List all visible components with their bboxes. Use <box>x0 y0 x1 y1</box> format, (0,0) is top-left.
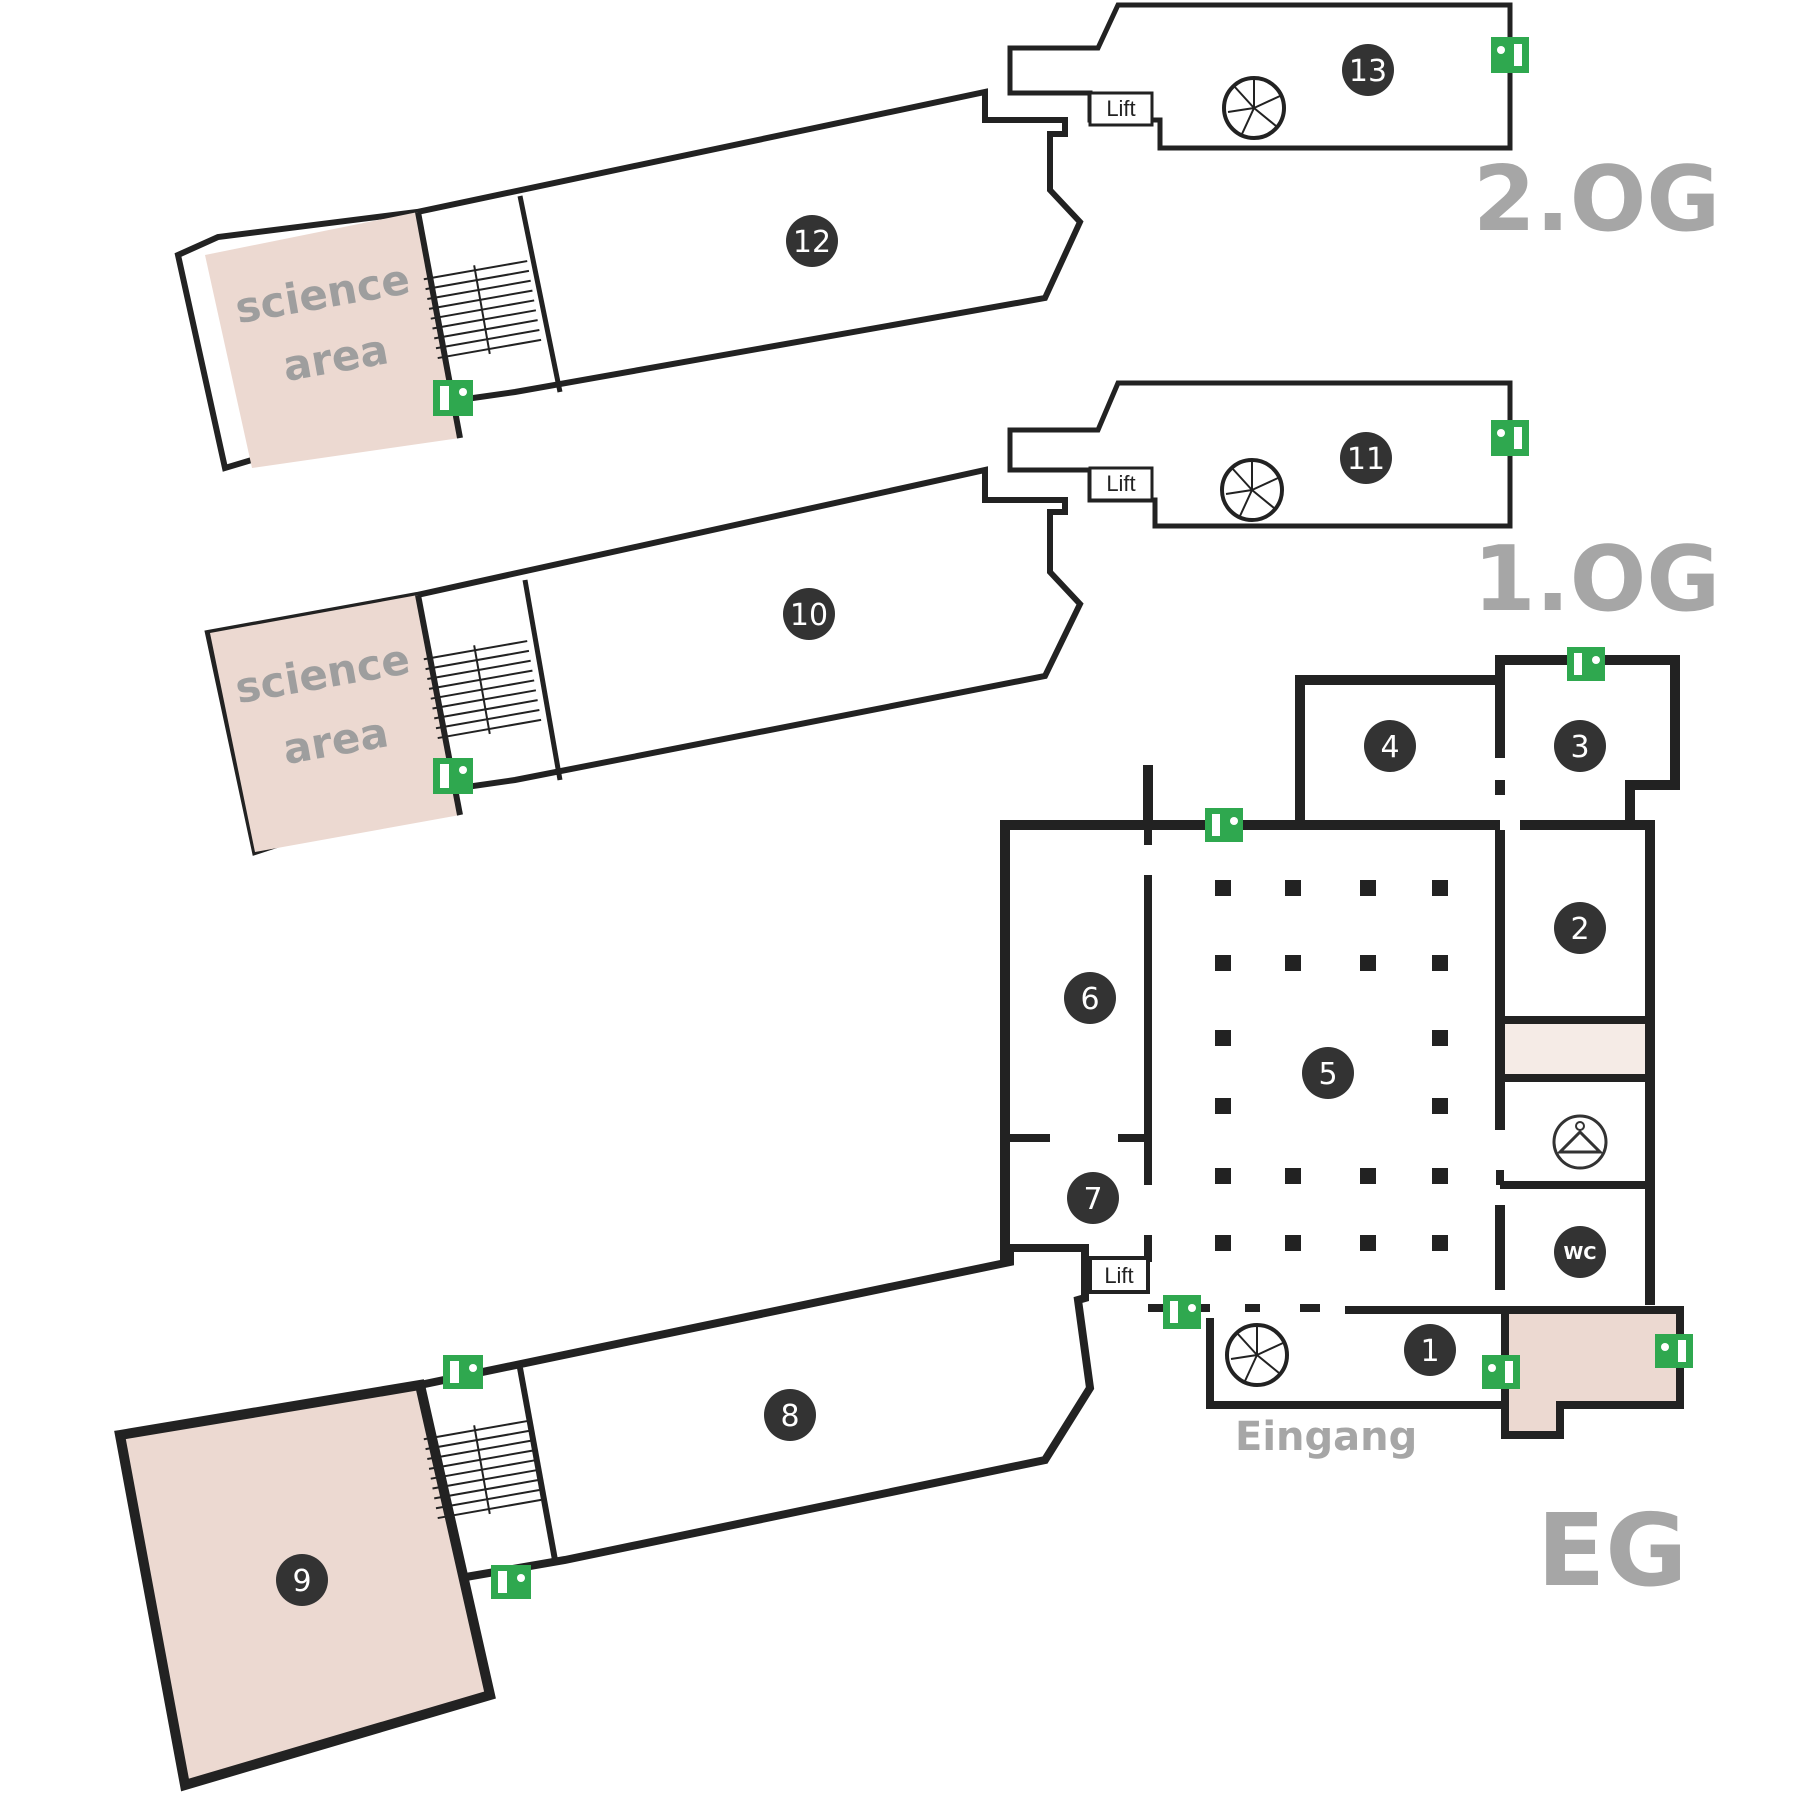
svg-text:10: 10 <box>790 598 828 633</box>
stair-wall <box>522 579 563 781</box>
cloakroom-icon <box>1552 1114 1608 1170</box>
room-marker-3: 3 <box>1554 720 1606 772</box>
science-area-2og <box>205 212 460 468</box>
room-marker-4: 4 <box>1364 720 1416 772</box>
emergency-exit-icon <box>1482 1355 1520 1389</box>
lift-1og <box>1088 466 1154 502</box>
floor-label-2og: 2.OG <box>1473 147 1720 252</box>
pillar-grid <box>1215 880 1448 1251</box>
svg-text:7: 7 <box>1083 1182 1102 1217</box>
floor-label-eg: EG <box>1537 1492 1687 1609</box>
science-area-1og <box>210 595 460 852</box>
emergency-exit-icon <box>433 380 473 416</box>
stair-wall <box>517 195 563 393</box>
svg-text:4: 4 <box>1380 730 1399 765</box>
svg-text:2: 2 <box>1570 912 1589 947</box>
floor-2og: Lift science area 12 13 2.OG <box>174 2 1720 472</box>
lift-eg <box>1088 1256 1150 1294</box>
north-rooms-outline <box>1295 655 1680 825</box>
room-marker-8: 8 <box>764 1389 816 1441</box>
lift-2og <box>1088 91 1154 127</box>
spiral-staircase-icon <box>1220 458 1284 522</box>
room-marker-12: 12 <box>786 215 838 267</box>
emergency-exit-icon <box>1491 37 1529 73</box>
lift-label-1og: Lift <box>1106 471 1135 496</box>
stair-wall <box>517 1367 558 1561</box>
svg-text:9: 9 <box>292 1564 311 1599</box>
corridor-8-outline <box>419 1244 1095 1582</box>
room-marker-2: 2 <box>1554 902 1606 954</box>
floor-1og-east-wing <box>1007 380 1513 529</box>
emergency-exit-icon <box>1163 1295 1201 1329</box>
emergency-exit-icon <box>1491 420 1529 456</box>
room-marker-1: 1 <box>1404 1324 1456 1376</box>
floor-label-1og: 1.OG <box>1473 527 1720 632</box>
stairs-icon <box>423 1420 542 1520</box>
storage-room <box>1505 1024 1645 1074</box>
lift-label-2og: Lift <box>1106 96 1135 121</box>
emergency-exit-icon <box>1205 808 1243 842</box>
entrance-vestibule <box>1501 1306 1684 1439</box>
room-1-south-west <box>1206 1318 1505 1409</box>
svg-text:13: 13 <box>1349 54 1387 89</box>
floor-2og-east-wing <box>1007 2 1513 151</box>
emergency-exit-icon <box>1567 647 1605 681</box>
west-wall <box>1000 820 1385 1262</box>
room-marker-6: 6 <box>1064 972 1116 1024</box>
room-marker-5: 5 <box>1302 1047 1354 1099</box>
svg-text:8: 8 <box>780 1399 799 1434</box>
emergency-exit-icon <box>443 1355 483 1389</box>
emergency-exit-icon <box>1655 1334 1693 1368</box>
wc-label: WC <box>1563 1243 1596 1264</box>
spiral-staircase-icon <box>1222 76 1286 140</box>
wc-icon: WC <box>1554 1226 1606 1278</box>
emergency-exit-icon <box>491 1565 531 1599</box>
floor-eg: Lift <box>114 647 1693 1792</box>
room-marker-9: 9 <box>276 1554 328 1606</box>
room-marker-10: 10 <box>783 588 835 640</box>
svg-text:6: 6 <box>1080 982 1099 1017</box>
svg-text:5: 5 <box>1318 1057 1337 1092</box>
room-marker-11: 11 <box>1340 432 1392 484</box>
svg-text:11: 11 <box>1347 442 1385 477</box>
entrance-label: Eingang <box>1235 1414 1417 1460</box>
svg-text:12: 12 <box>793 225 831 260</box>
spiral-staircase-icon <box>1225 1323 1289 1387</box>
floor-1og: Lift science area 10 11 1.OG <box>204 380 1720 856</box>
stairs-icon <box>423 260 542 360</box>
east-wall <box>1520 820 1655 1305</box>
emergency-exit-icon <box>433 758 473 794</box>
lift-label-eg: Lift <box>1104 1263 1133 1288</box>
stairs-icon <box>423 640 542 740</box>
room-marker-13: 13 <box>1342 44 1394 96</box>
svg-text:3: 3 <box>1570 730 1589 765</box>
svg-text:1: 1 <box>1420 1334 1439 1369</box>
room-marker-7: 7 <box>1067 1172 1119 1224</box>
